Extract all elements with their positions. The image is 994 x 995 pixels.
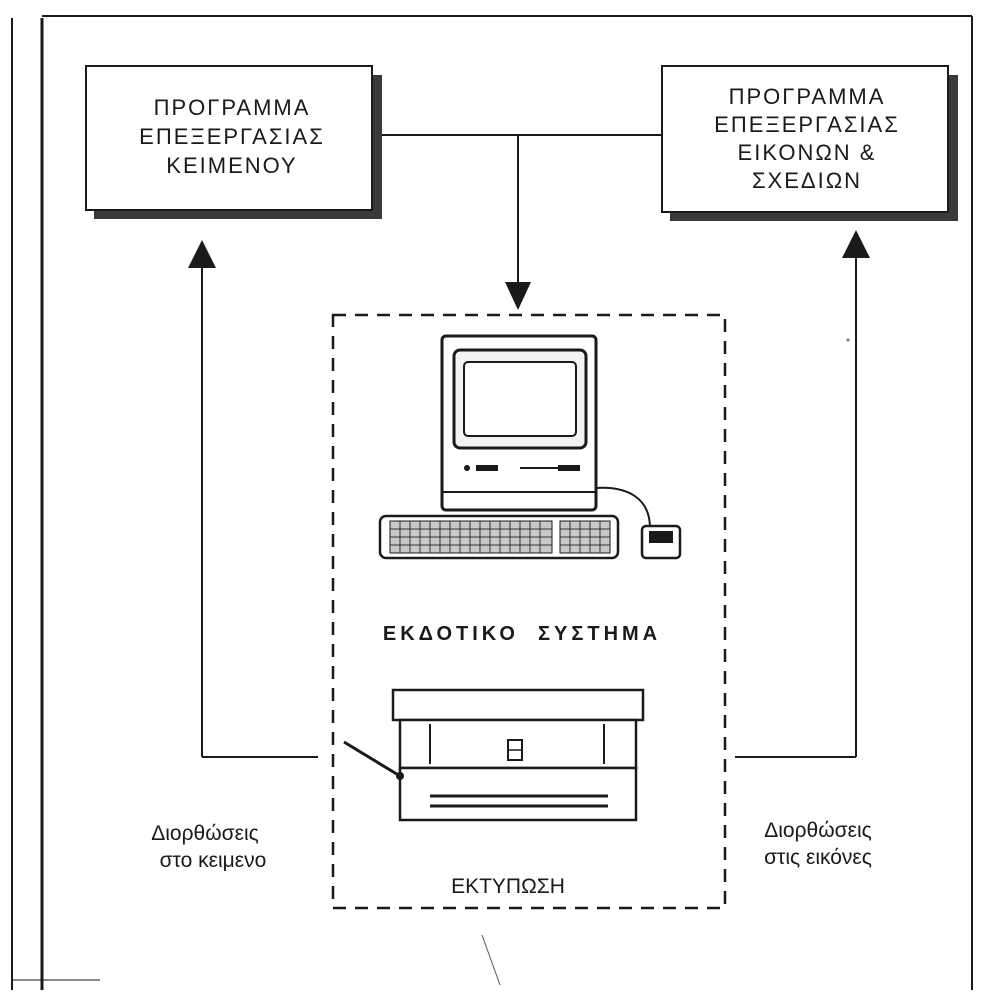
arrow-up-left-icon [188,240,216,268]
arrow-up-right-icon [842,230,870,258]
right-correction-line-2: στις εικόνες [764,846,872,869]
text-program-line-3: ΚΕΙΜΕΝΟΥ [166,153,297,178]
image-program-box: ΠΡΟΓΡΑΜΜΑ ΕΠΕΞΕΡΓΑΣΙΑΣ ΕΙΚΟΝΩΝ & ΣΧΕΔΙΩΝ [661,65,958,221]
printer-icon [343,688,645,822]
page-frame [11,15,973,990]
image-program-line-2: ΕΠΕΞΕΡΓΑΣΙΑΣ [714,112,900,137]
computer-icon [440,334,651,529]
image-program-line-3: ΕΙΚΟΝΩΝ & [738,140,877,165]
right-correction-line-1: Διορθώσεις [764,819,872,842]
text-program-line-1: ΠΡΟΓΡΑΜΜΑ [154,95,311,120]
image-program-line-4: ΣΧΕΔΙΩΝ [752,168,862,193]
publishing-system-box [331,313,727,910]
text-program-box: ΠΡΟΓΡΑΜΜΑ ΕΠΕΞΕΡΓΑΣΙΑΣ ΚΕΙΜΕΝΟΥ [85,65,382,219]
publishing-system-label: ΕΚΔΟΤΙΚΟ ΣΥΣΤΗΜΑ [383,623,661,645]
text-program-line-2: ΕΠΕΞΕΡΓΑΣΙΑΣ [139,124,325,149]
image-program-line-1: ΠΡΟΓΡΑΜΜΑ [729,84,886,109]
keyboard-icon [378,514,620,560]
scan-dot [846,338,850,342]
arrow-down-icon [505,282,531,310]
left-correction-line-2: στο κειμενο [160,849,267,872]
print-label: ΕΚΤΥΠΩΣΗ [451,875,565,898]
mouse-icon [640,524,682,560]
left-correction-line-1: Διορθώσεις [151,822,259,845]
scan-mark [481,934,501,986]
connector-lines [201,134,857,758]
